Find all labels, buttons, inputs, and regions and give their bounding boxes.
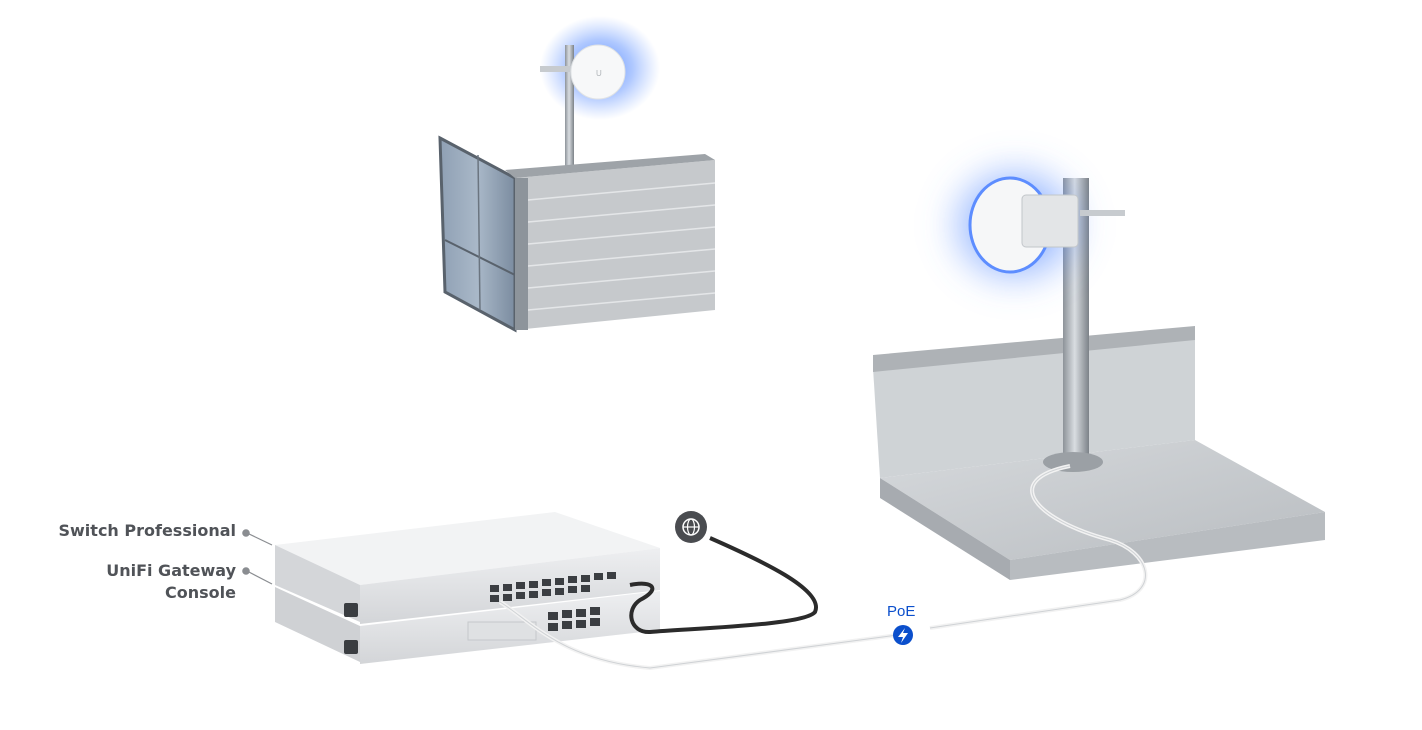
bolt-icon xyxy=(893,625,913,645)
leader-dot-console xyxy=(242,567,250,575)
switch-professional-label: Switch Professional xyxy=(58,521,237,540)
console-display xyxy=(344,640,358,654)
mast-left xyxy=(565,45,574,170)
poe-label: PoE xyxy=(887,603,916,620)
rooftop-right xyxy=(873,153,1325,630)
switch-side xyxy=(275,545,360,622)
switch-display xyxy=(344,603,358,617)
roof-slab xyxy=(880,440,1325,560)
gateway-console-label: UniFi Gateway Console xyxy=(106,561,236,602)
internet-cable xyxy=(629,536,818,635)
console-side xyxy=(275,587,360,662)
svg-text:U: U xyxy=(596,69,602,78)
globe-icon xyxy=(675,511,707,543)
antenna-dish-left xyxy=(570,44,626,100)
leader-lines xyxy=(242,529,273,585)
switch-ports xyxy=(490,572,616,602)
building-left: U xyxy=(438,16,716,333)
switch-top xyxy=(275,512,660,585)
rack-stack xyxy=(275,512,660,664)
brick-wall xyxy=(515,160,715,330)
roof-wall xyxy=(873,330,1195,478)
leader-dot-switch xyxy=(242,529,250,537)
console-ports xyxy=(548,607,600,631)
